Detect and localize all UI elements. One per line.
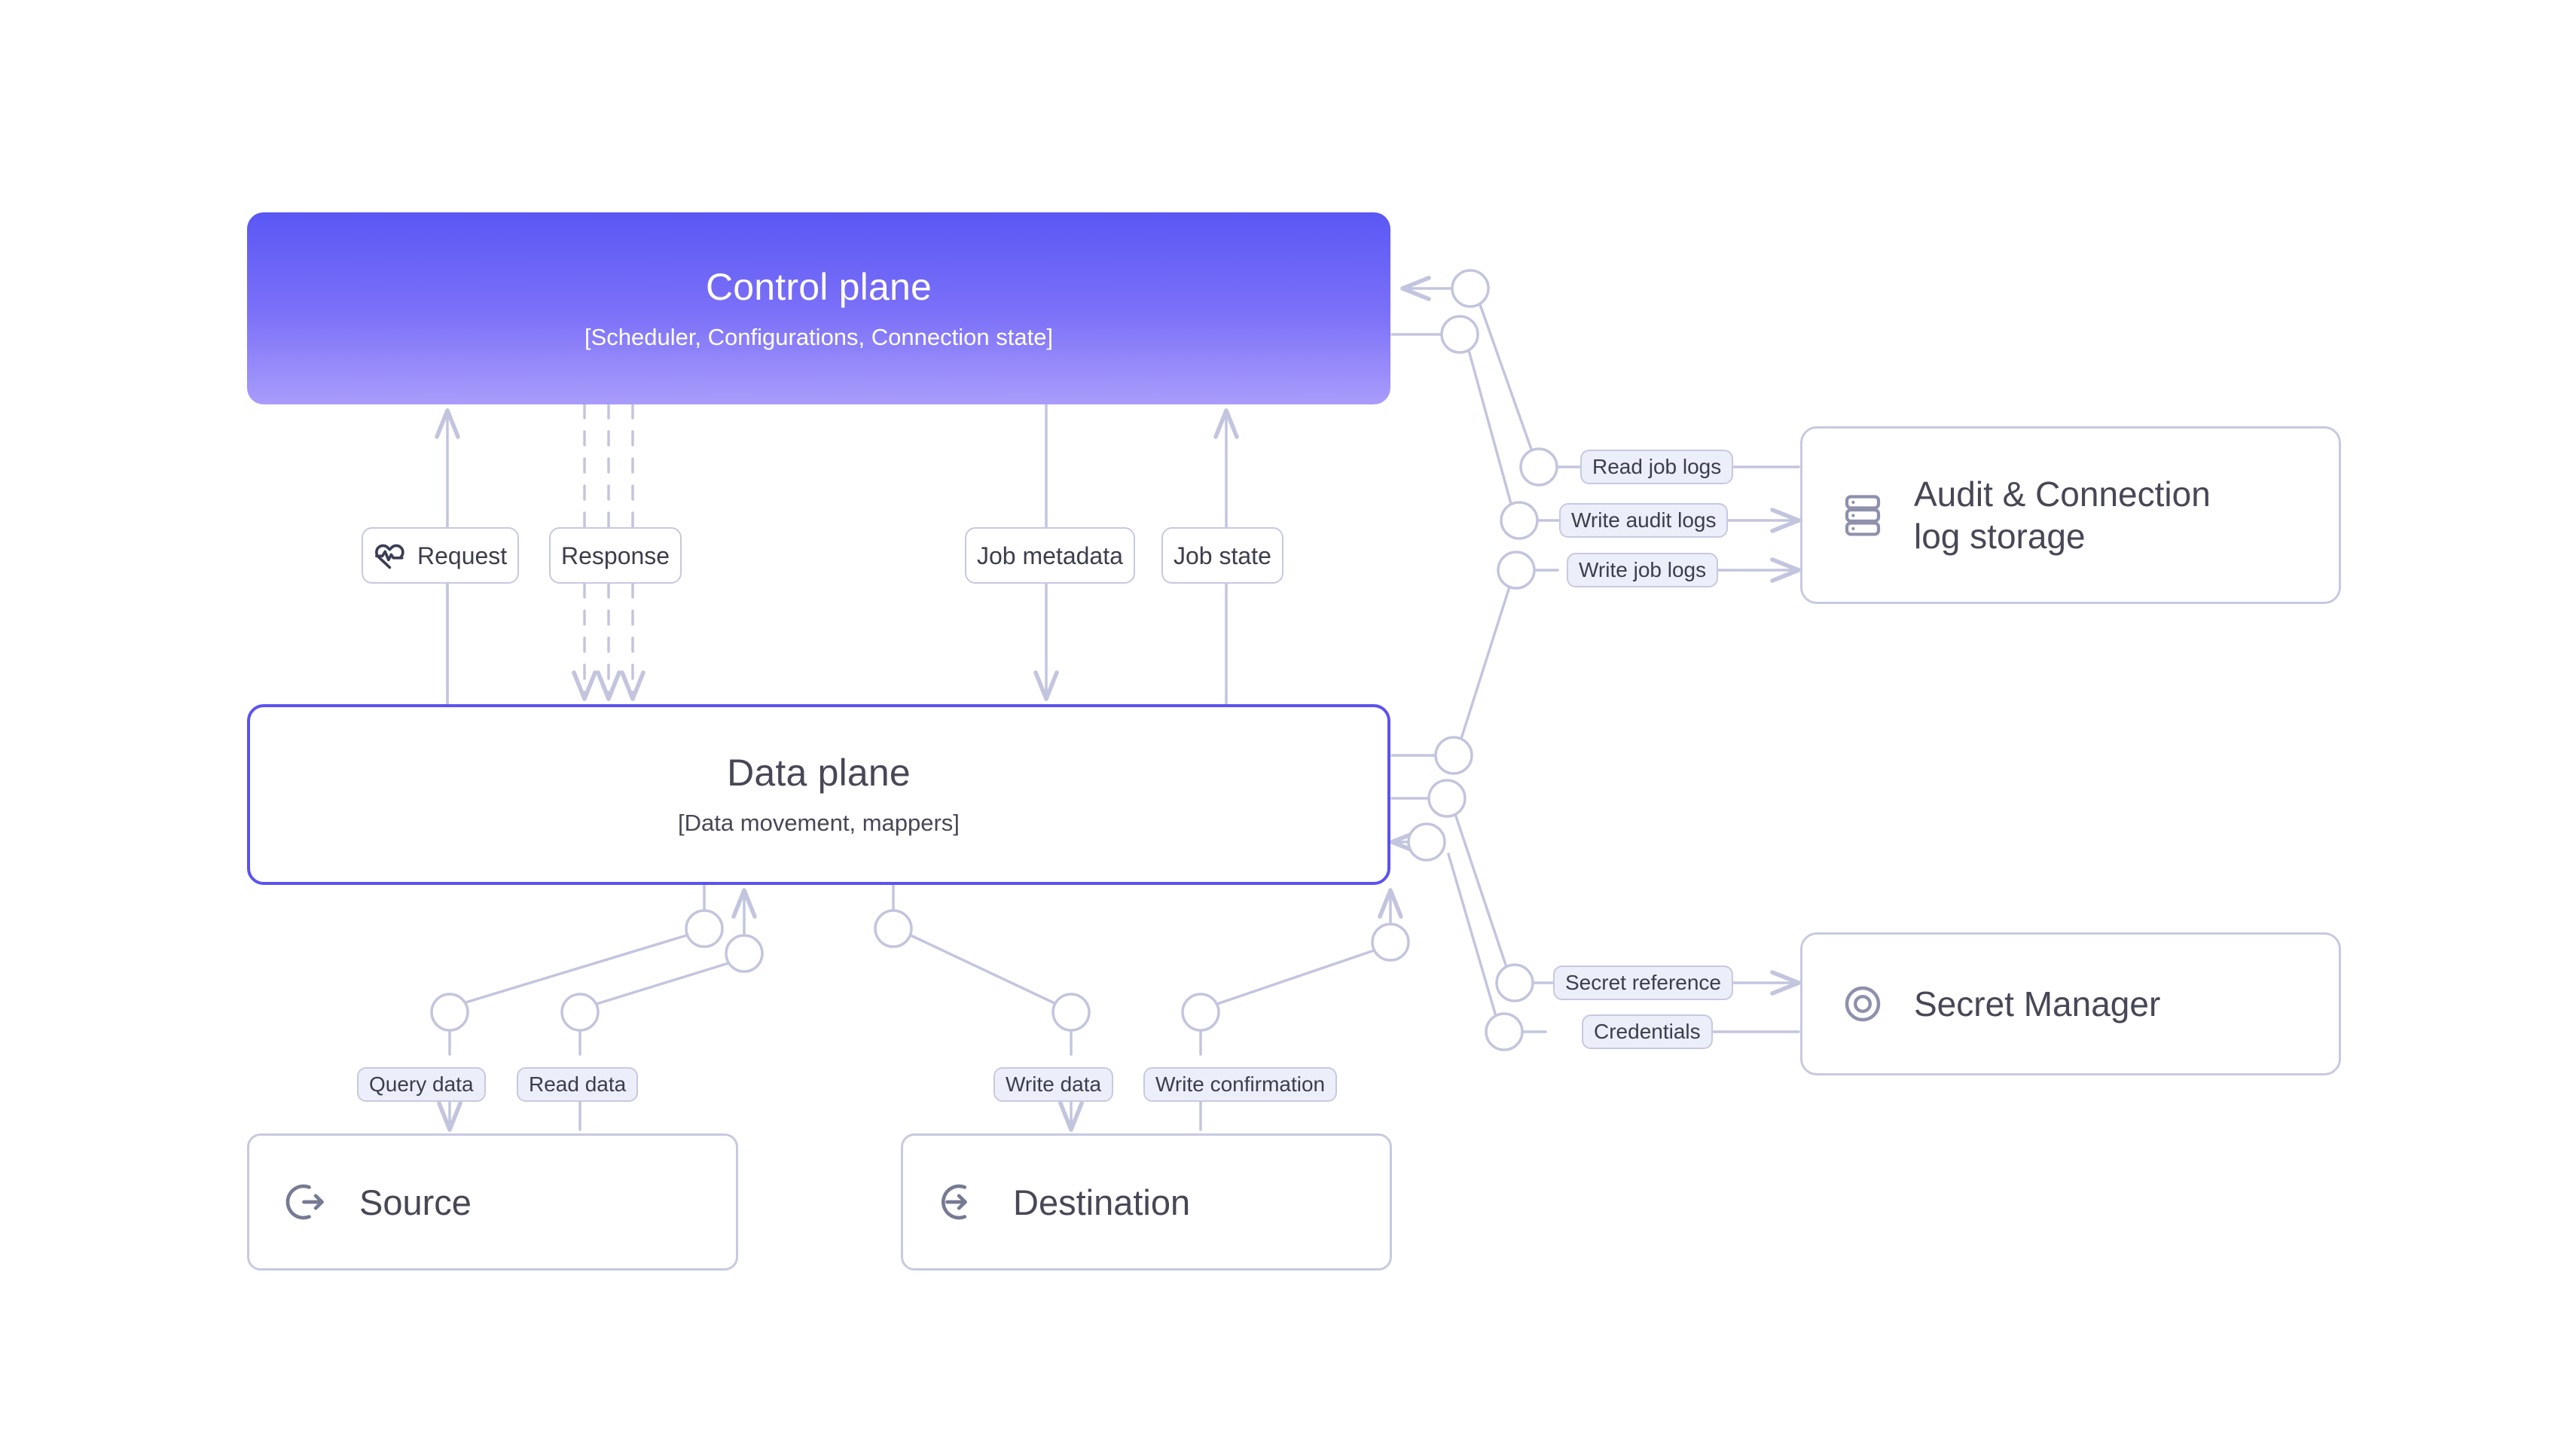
edge-label-job-state[interactable]: Job state	[1161, 527, 1283, 584]
port-circle	[1495, 963, 1534, 1002]
control-plane-subtitle: [Scheduler, Configurations, Connection s…	[584, 323, 1054, 350]
port-circle	[1434, 736, 1473, 775]
edge-label-request[interactable]: Request	[362, 527, 520, 584]
arrow-enter-circle-icon	[939, 1181, 981, 1223]
edge-label-query-data-text: Query data	[369, 1072, 474, 1096]
port-circle	[725, 934, 764, 973]
port-circle	[874, 909, 913, 948]
port-circle	[1500, 501, 1539, 540]
edge-label-read-job-logs[interactable]: Read job logs	[1580, 450, 1734, 484]
control-plane-box[interactable]: Control plane [Scheduler, Configurations…	[247, 212, 1390, 404]
edge-label-write-data[interactable]: Write data	[993, 1067, 1114, 1102]
edge-label-read-data[interactable]: Read data	[517, 1067, 639, 1102]
edge-label-credentials[interactable]: Credentials	[1582, 1014, 1713, 1049]
destination-label: Destination	[1013, 1182, 1191, 1222]
audit-log-storage-label: Audit & Connection log storage	[1914, 474, 2211, 556]
port-circle	[1051, 993, 1091, 1032]
source-label: Source	[359, 1182, 472, 1222]
port-circle	[430, 993, 469, 1032]
edge-label-write-audit-logs-text: Write audit logs	[1571, 508, 1717, 532]
wire-credentials	[1390, 829, 1800, 1033]
edge-label-credentials-text: Credentials	[1594, 1020, 1701, 1043]
arrow-exit-circle-icon	[285, 1181, 328, 1223]
edge-label-job-state-text: Job state	[1174, 541, 1271, 569]
port-circle	[1407, 822, 1446, 862]
secret-manager-box[interactable]: Secret Manager	[1800, 932, 2341, 1075]
edge-label-response-text: Response	[561, 541, 670, 569]
port-circle	[560, 993, 600, 1032]
wire-secret-reference	[1390, 797, 1801, 996]
edge-label-write-data-text: Write data	[1006, 1072, 1102, 1096]
edge-label-job-metadata-text: Job metadata	[977, 541, 1123, 569]
port-circle	[1519, 447, 1558, 487]
edge-label-write-job-logs-text: Write job logs	[1579, 558, 1707, 581]
data-plane-subtitle: [Data movement, mappers]	[678, 810, 960, 837]
edge-label-request-text: Request	[417, 541, 508, 569]
control-plane-title: Control plane	[705, 265, 932, 308]
edge-label-job-metadata[interactable]: Job metadata	[965, 527, 1135, 584]
source-box[interactable]: Source	[247, 1133, 738, 1271]
port-circle	[685, 909, 724, 948]
port-circle	[1181, 993, 1220, 1032]
edge-label-secret-reference-text: Secret reference	[1565, 971, 1721, 994]
edge-label-write-audit-logs[interactable]: Write audit logs	[1559, 503, 1729, 538]
data-plane-box[interactable]: Data plane [Data movement, mappers]	[247, 704, 1390, 885]
port-circle	[1497, 551, 1536, 590]
edge-label-write-confirmation-text: Write confirmation	[1155, 1072, 1326, 1096]
secret-manager-label: Secret Manager	[1914, 984, 2161, 1023]
audit-log-storage-box[interactable]: Audit & Connection log storage	[1800, 426, 2341, 604]
edge-label-write-job-logs[interactable]: Write job logs	[1567, 553, 1719, 587]
edge-label-query-data[interactable]: Query data	[357, 1067, 486, 1102]
edge-label-read-job-logs-text: Read job logs	[1592, 455, 1722, 478]
edge-label-read-data-text: Read data	[529, 1072, 627, 1096]
wire-write-audit-logs	[1390, 333, 1801, 533]
target-circle-icon	[1842, 983, 1884, 1025]
edge-label-secret-reference[interactable]: Secret reference	[1553, 966, 1733, 1000]
edge-label-response[interactable]: Response	[549, 527, 682, 584]
port-circle	[1440, 315, 1479, 354]
wire-write-job-logs	[1390, 557, 1801, 757]
database-stack-icon	[1842, 492, 1884, 538]
data-plane-title: Data plane	[727, 752, 911, 795]
wire-read-job-logs	[1400, 276, 1800, 468]
destination-box[interactable]: Destination	[901, 1133, 1392, 1271]
port-circle	[1427, 779, 1467, 818]
port-circle	[1451, 269, 1490, 308]
port-circle	[1485, 1012, 1524, 1051]
port-circle	[1371, 923, 1410, 962]
heartbeat-pulse-icon	[372, 541, 407, 571]
edge-label-write-confirmation[interactable]: Write confirmation	[1143, 1067, 1338, 1102]
